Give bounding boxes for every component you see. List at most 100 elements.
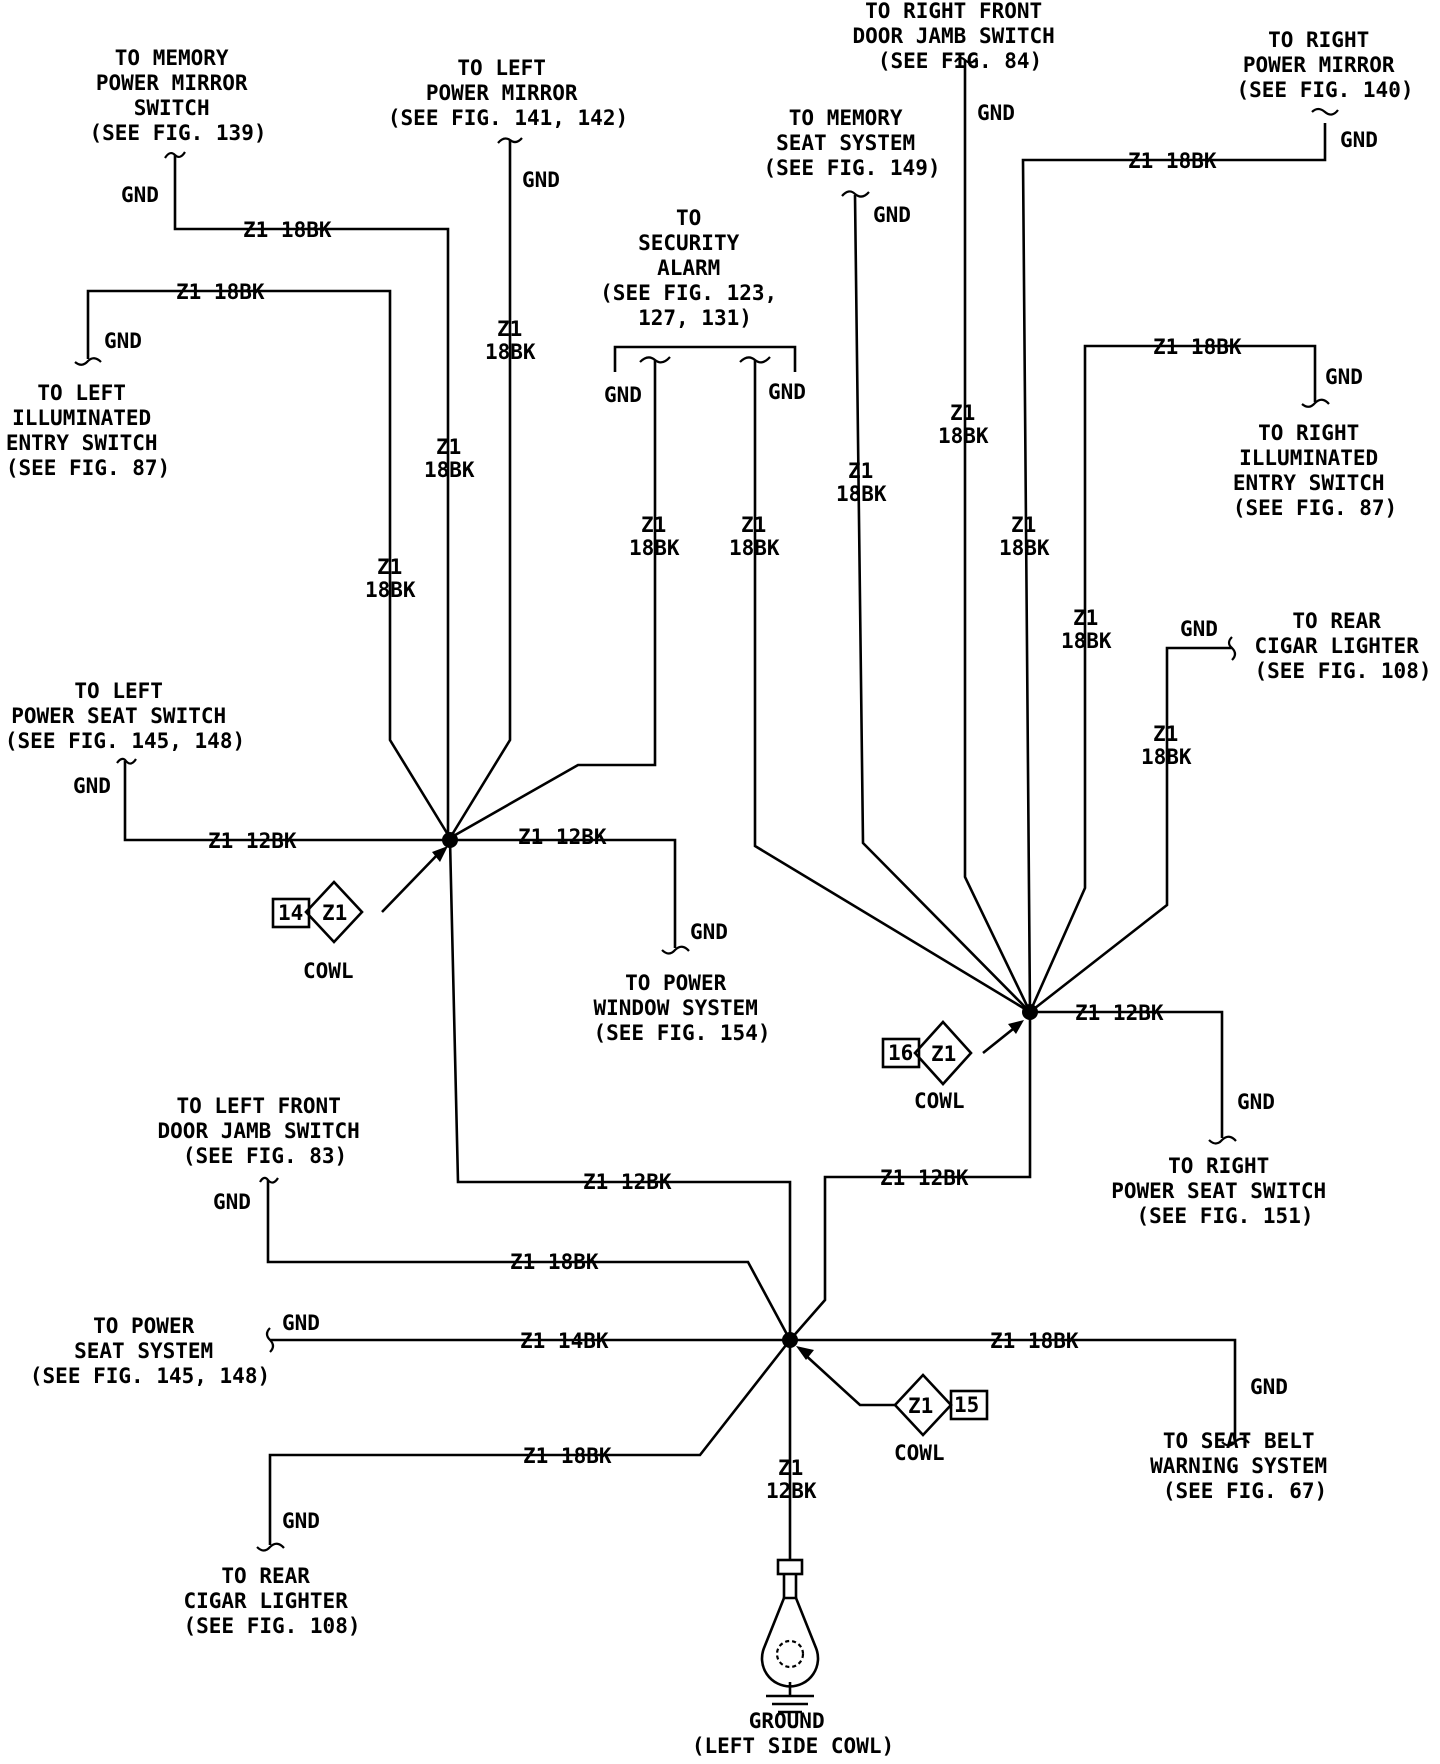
wire-memory-mirror bbox=[173, 155, 450, 838]
label-right-mirror: TO RIGHT POWER MIRROR (SEE FIG. 140) bbox=[1236, 28, 1413, 102]
wire-label: 18BK bbox=[938, 424, 989, 448]
splice-left bbox=[442, 832, 458, 848]
wire-label: Z1 bbox=[1011, 513, 1036, 537]
label-right-door-jamb: TO RIGHT FRONT DOOR JAMB SWITCH (SEE FIG… bbox=[853, 0, 1068, 73]
wire-label: Z1 14BK bbox=[520, 1329, 609, 1353]
gnd-label: GND bbox=[1180, 617, 1218, 641]
wire-label: 18BK bbox=[1061, 629, 1112, 653]
ground-bars bbox=[766, 1694, 814, 1714]
lug-ring bbox=[760, 1596, 820, 1688]
lug-barrel bbox=[776, 1558, 804, 1576]
label-rear-cigar-left: TO REAR CIGAR LIGHTER (SEE FIG. 108) bbox=[183, 1564, 360, 1638]
connector-box bbox=[271, 897, 311, 929]
wire-power-window bbox=[450, 838, 677, 948]
ground-lug-icon bbox=[760, 1558, 820, 1714]
wire-label: 18BK bbox=[424, 458, 475, 482]
wire-label: 12BK bbox=[766, 1479, 817, 1503]
gnd-symbol bbox=[164, 151, 186, 159]
gnd-label: GND bbox=[282, 1311, 320, 1335]
gnd-label: GND bbox=[768, 380, 806, 404]
connector-tag: Z1 bbox=[322, 901, 347, 925]
cowl-connector-left: 14 Z1 COWL bbox=[271, 880, 364, 983]
wire-right-mirror bbox=[1021, 123, 1327, 1013]
wire-label: Z1 12BK bbox=[1075, 1001, 1164, 1025]
connector-box bbox=[881, 1037, 921, 1069]
wire-label: Z1 bbox=[848, 459, 873, 483]
wire-rear-cigar-left bbox=[268, 1339, 792, 1545]
wire-label: 18BK bbox=[729, 536, 780, 560]
label-ground: GROUND (LEFT SIDE COWL) bbox=[692, 1709, 894, 1758]
arrowhead bbox=[432, 846, 448, 862]
gnd-symbol bbox=[265, 1327, 275, 1353]
wire-security-right bbox=[753, 360, 1031, 1014]
cowl-connector-right: 16 Z1 COWL bbox=[881, 1020, 973, 1113]
wire-label: Z1 bbox=[377, 555, 402, 579]
gnd-symbol bbox=[116, 757, 137, 765]
cowl-label: COWL bbox=[303, 959, 354, 983]
arrowhead bbox=[1008, 1020, 1024, 1034]
wire-left-illum bbox=[86, 289, 452, 839]
gnd-symbol bbox=[1208, 1135, 1237, 1145]
label-right-illum: TO RIGHT ILLUMINATED ENTRY SWITCH (SEE F… bbox=[1233, 421, 1397, 520]
cowl-arrow-left bbox=[381, 851, 441, 913]
wire-label: Z1 18BK bbox=[1128, 149, 1217, 173]
label-security-alarm: TO SECURITY ALARM (SEE FIG. 123, 127, 13… bbox=[600, 206, 790, 330]
gnd-symbol bbox=[1301, 398, 1330, 408]
wire-s1-to-s3 bbox=[448, 839, 792, 1340]
wire-s2-to-s3 bbox=[789, 1012, 1032, 1341]
wire-memory-seat bbox=[853, 194, 1031, 1013]
wire-label: Z1 bbox=[641, 513, 666, 537]
gnd-label: GND bbox=[604, 383, 642, 407]
wire-label: Z1 18BK bbox=[176, 280, 265, 304]
connector-tag: Z1 bbox=[931, 1042, 956, 1066]
gnd-symbol bbox=[1227, 636, 1237, 661]
wire-right-illum bbox=[1028, 344, 1317, 1013]
wire-label: Z1 18BK bbox=[1153, 335, 1242, 359]
gnd-label: GND bbox=[1325, 365, 1363, 389]
wire-labels: Z1 18BK Z1 18BK Z1 18BK Z1 18BK Z1 18BK … bbox=[176, 149, 1242, 1503]
wire-label: Z1 18BK bbox=[523, 1444, 612, 1468]
gnd-label: GND bbox=[73, 774, 111, 798]
wire-seat-belt bbox=[790, 1338, 1237, 1440]
connector-box bbox=[949, 1389, 989, 1421]
cowl-label: COWL bbox=[914, 1089, 965, 1113]
gnd-symbol bbox=[74, 357, 102, 366]
wire-label: Z1 12BK bbox=[208, 829, 297, 853]
connector-number: 15 bbox=[954, 1393, 979, 1417]
label-left-mirror: TO LEFT POWER MIRROR (SEE FIG. 141, 142) bbox=[388, 56, 628, 130]
gnd-label: GND bbox=[522, 168, 560, 192]
gnd-label: GND bbox=[282, 1509, 320, 1533]
gnd-symbol bbox=[1311, 107, 1339, 116]
label-memory-mirror: TO MEMORY POWER MIRROR SWITCH (SEE FIG. … bbox=[89, 46, 266, 145]
gnd-symbol bbox=[661, 945, 690, 955]
label-power-window: TO POWER WINDOW SYSTEM (SEE FIG. 154) bbox=[593, 971, 770, 1045]
label-power-seat: TO POWER SEAT SYSTEM (SEE FIG. 145, 148) bbox=[30, 1314, 270, 1388]
splice-bottom bbox=[782, 1332, 798, 1348]
security-bracket bbox=[613, 345, 797, 372]
gnd-label: GND bbox=[104, 329, 142, 353]
cowl-arrow-right bbox=[982, 1023, 1019, 1055]
gnd-symbol bbox=[1221, 1437, 1250, 1447]
wire-left-door-jamb bbox=[266, 1180, 792, 1341]
gnd-symbol bbox=[259, 1176, 279, 1184]
wire-label: 18BK bbox=[485, 340, 536, 364]
label-left-illum: TO LEFT ILLUMINATED ENTRY SWITCH (SEE FI… bbox=[6, 381, 170, 480]
wire-label: 18BK bbox=[629, 536, 680, 560]
wire-label: Z1 bbox=[741, 513, 766, 537]
connector-number: 14 bbox=[278, 901, 303, 925]
gnd-symbol bbox=[497, 137, 523, 144]
gnd-symbol bbox=[256, 1542, 285, 1552]
wire-label: Z1 bbox=[436, 435, 461, 459]
wire-label: Z1 bbox=[778, 1456, 803, 1480]
arrowhead bbox=[796, 1346, 814, 1360]
gnd-label: GND bbox=[121, 183, 159, 207]
cowl-arrow-bottom bbox=[801, 1351, 895, 1407]
wire-label: Z1 bbox=[950, 401, 975, 425]
cowl-label: COWL bbox=[894, 1441, 945, 1465]
gnd-labels: GND GND GND GND GND GND GND GND GND GND … bbox=[73, 101, 1378, 1533]
connector-diamond bbox=[893, 1373, 953, 1437]
wire-right-seat-switch bbox=[1030, 1010, 1224, 1138]
wire-left-seat-switch bbox=[123, 761, 450, 842]
wire-left-mirror bbox=[448, 140, 512, 839]
gnd-label: GND bbox=[873, 203, 911, 227]
